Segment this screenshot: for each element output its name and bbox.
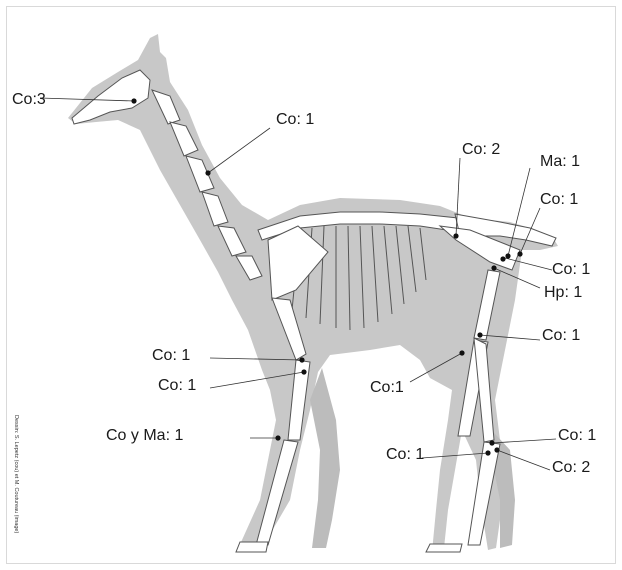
point-neck — [205, 170, 210, 175]
point-pelvis-ma — [505, 253, 510, 258]
point-hock-right-2 — [494, 447, 499, 452]
point-stifle — [459, 350, 464, 355]
point-sacrum — [453, 233, 458, 238]
label-elbow-1: Co: 1 — [152, 347, 190, 364]
point-hock-left — [485, 450, 490, 455]
point-femur — [477, 332, 482, 337]
point-pelvis-co — [517, 251, 522, 256]
point-carpus — [275, 435, 280, 440]
label-carpus: Co y Ma: 1 — [106, 427, 183, 444]
label-hock-right-2: Co: 2 — [552, 459, 590, 476]
label-hip-hp: Hp: 1 — [544, 284, 582, 301]
label-neck: Co: 1 — [276, 111, 314, 128]
point-hock-right-1 — [489, 440, 494, 445]
point-elbow-2 — [301, 369, 306, 374]
label-stifle: Co:1 — [370, 379, 404, 396]
label-elbow-2: Co: 1 — [158, 377, 196, 394]
image-credit: Dessin: S. Lepetz (cou) et M. Coutureau … — [13, 415, 19, 533]
point-hip-hp — [491, 265, 496, 270]
point-hip-co — [500, 256, 505, 261]
label-pelvis-ma: Ma: 1 — [540, 153, 580, 170]
label-hip-co: Co: 1 — [552, 261, 590, 278]
label-hock-right-1: Co: 1 — [558, 427, 596, 444]
label-hock-left: Co: 1 — [386, 446, 424, 463]
label-femur: Co: 1 — [542, 327, 580, 344]
point-elbow-1 — [299, 357, 304, 362]
label-skull: Co:3 — [12, 91, 46, 108]
label-pelvis-co: Co: 1 — [540, 191, 578, 208]
point-skull — [131, 98, 136, 103]
label-sacrum: Co: 2 — [462, 141, 500, 158]
